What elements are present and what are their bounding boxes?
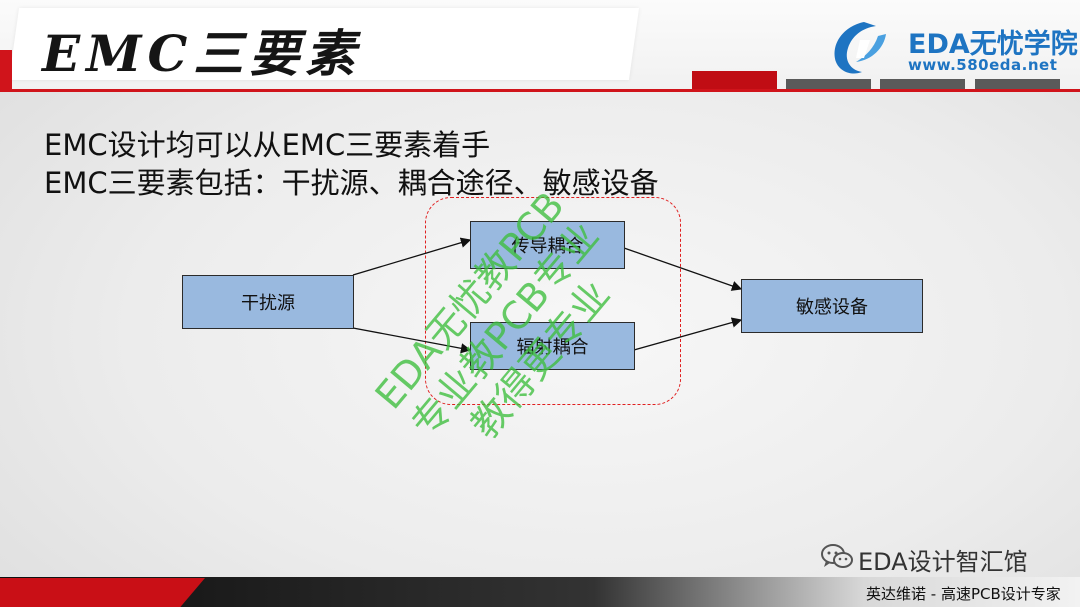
arrow-source-to-radiated [352,327,472,354]
coupling-path-group [425,197,681,405]
left-accent-bar [0,50,12,92]
header-accent-gray-1 [786,79,871,89]
arrow-conducted-to-victim [623,247,743,291]
header-divider [0,89,1080,92]
header-accent-gray-2 [880,79,965,89]
wechat-icon [821,544,853,568]
body-line-2: EMC三要素包括：干扰源、耦合途径、敏感设备 [44,166,659,200]
conducted-coupling-box: 传导耦合 [470,221,625,269]
account-label: EDA设计智汇馆 [858,548,1028,576]
swirl-logo-icon [834,22,886,74]
arrow-radiated-to-victim [633,317,743,351]
logo-url: www.580eda.net [908,56,1058,74]
slide-title: EMC三要素 [42,24,362,83]
footer-text: 英达维诺 - 高速PCB设计专家 [866,585,1061,603]
radiated-coupling-box: 辐射耦合 [470,322,635,370]
footer-accent-red [0,578,205,607]
body-line-1: EMC设计均可以从EMC三要素着手 [44,128,491,162]
arrow-source-to-conducted [352,237,472,276]
interference-source-box: 干扰源 [182,275,354,329]
sensitive-device-box: 敏感设备 [741,279,923,333]
header-accent-gray-3 [975,79,1060,89]
logo-name: EDA无忧学院 [908,29,1078,60]
header-accent-red [692,71,777,89]
